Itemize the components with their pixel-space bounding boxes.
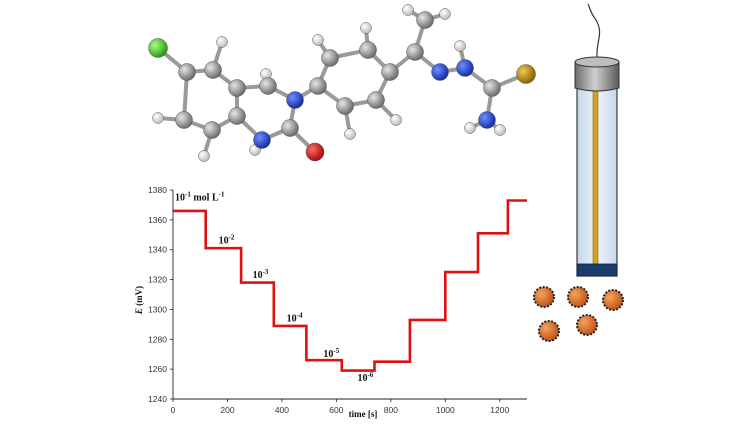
electrode-illustration: [574, 3, 620, 277]
carbon-atom: [259, 77, 277, 95]
y-tick-label: 1360: [148, 215, 167, 225]
carbon-atom: [367, 91, 385, 109]
hydrogen-atom: [360, 22, 372, 34]
hydrogen-atom: [198, 150, 210, 162]
carbon-atom: [178, 63, 196, 81]
hydrogen-atom: [454, 40, 466, 52]
x-tick-label: 1000: [436, 405, 455, 415]
ion-particle: [533, 286, 555, 308]
hydrogen-atom: [464, 122, 476, 134]
carbon-atom: [204, 61, 222, 79]
concentration-label: 10-5: [323, 347, 339, 360]
y-axis-label: E (mV): [134, 286, 144, 315]
concentration-label: 10-2: [219, 234, 235, 247]
hydrogen-atom: [402, 4, 414, 16]
carbon-atom: [309, 77, 327, 95]
carbon-atom: [175, 111, 193, 129]
x-axis-ticks: 0 200 400 600 800 1000 1200: [171, 399, 509, 415]
x-tick-label: 600: [329, 405, 343, 415]
ion-particles: [533, 286, 624, 342]
hydrogen-atom: [344, 128, 356, 140]
ion-particle: [576, 314, 598, 336]
hydrogen-atom: [439, 8, 451, 20]
x-tick-label: 1200: [490, 405, 509, 415]
nitrogen-atom: [456, 59, 474, 77]
carbon-atom: [406, 43, 424, 61]
y-tick-label: 1340: [148, 245, 167, 255]
molecule-atoms: [148, 4, 536, 162]
carbon-atom: [203, 121, 221, 139]
y-tick-label: 1380: [148, 185, 167, 195]
sulfur-atom: [516, 64, 536, 84]
chlorine-atom: [148, 38, 168, 58]
hydrogen-atom: [494, 124, 506, 136]
carbon-atom: [359, 41, 377, 59]
potential-step-line: [173, 199, 527, 372]
nitrogen-atom: [286, 91, 304, 109]
carbon-atom: [483, 79, 501, 97]
y-axis-ticks: 1380 1360 1340 1320 1300 1280 1260 1240: [148, 185, 173, 404]
y-tick-label: 1320: [148, 275, 167, 285]
electrode-cap-top: [574, 56, 620, 68]
electrode-cable: [587, 3, 601, 59]
concentration-label: 10-6: [357, 371, 373, 384]
ion-particle: [538, 320, 560, 342]
carbon-atom: [281, 119, 299, 137]
nitrogen-atom: [478, 111, 496, 129]
oxygen-atom: [305, 142, 325, 162]
concentration-label: 10-3: [253, 268, 269, 281]
x-axis-label: time [s]: [349, 409, 378, 419]
molecule-model: [148, 4, 536, 162]
concentration-label: 10-4: [287, 311, 303, 324]
carbon-atom: [381, 63, 399, 81]
x-tick-label: 200: [220, 405, 234, 415]
y-tick-label: 1280: [148, 334, 167, 344]
x-tick-label: 800: [384, 405, 398, 415]
y-tick-label: 1300: [148, 304, 167, 314]
nitrogen-atom: [253, 131, 271, 149]
hydrogen-atom: [216, 36, 228, 48]
electrode-membrane: [576, 263, 618, 277]
carbon-atom: [228, 79, 246, 97]
carbon-atom: [228, 107, 246, 125]
hydrogen-atom: [152, 112, 164, 124]
carbon-atom: [416, 11, 434, 29]
nitrogen-atom: [431, 63, 449, 81]
potential-time-chart: 1380 1360 1340 1320 1300 1280 1260 1240 0 200 400…: [134, 185, 527, 419]
electrode-wire: [592, 89, 599, 265]
ion-particle: [567, 286, 589, 308]
y-tick-label: 1260: [148, 364, 167, 374]
carbon-atom: [336, 97, 354, 115]
concentration-labels: 10-1 mol L-1 10-2 10-3 10-4 10-5 10-6: [175, 190, 374, 384]
hydrogen-atom: [312, 34, 324, 46]
x-tick-label: 0: [171, 405, 176, 415]
concentration-label: 10-1 mol L-1: [175, 190, 225, 203]
carbon-atom: [321, 49, 339, 67]
hydrogen-atom: [390, 114, 402, 126]
ion-particle: [602, 289, 624, 311]
x-tick-label: 400: [275, 405, 289, 415]
y-tick-label: 1240: [148, 394, 167, 404]
